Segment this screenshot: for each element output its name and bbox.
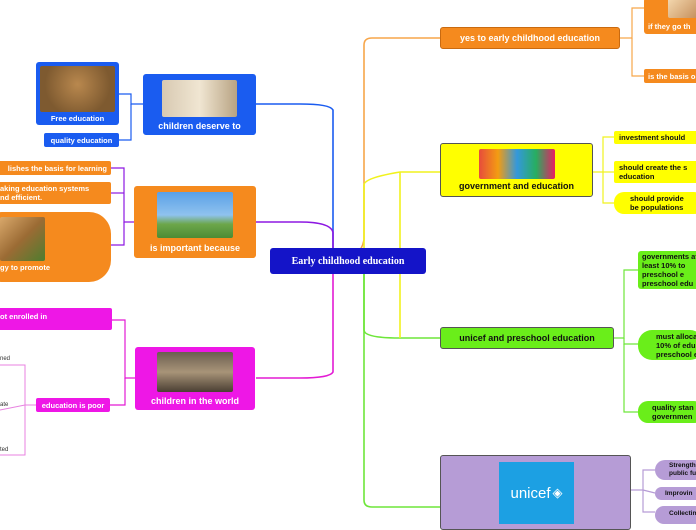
unicef-logo-text: unicef [510,484,551,502]
sub-label-ted: ted [0,447,9,453]
subtopic-label: should create the s education [619,163,688,181]
branch-label: children deserve to [158,121,241,131]
subtopic-label: Collectin [669,510,696,517]
subtopic-collecting[interactable]: Collectin [655,506,696,524]
unicef-logo: unicef ◈ [499,462,574,524]
subtopic-quality-education[interactable]: quality education [44,133,119,147]
central-topic-label: Early childhood education [291,255,405,267]
branch-children-world[interactable]: children in the world [135,347,255,410]
subtopic-label: lishes the basis for learning [7,163,107,173]
sub-label-ned: ned [0,356,11,362]
central-topic[interactable]: Early childhood education [270,248,426,274]
branch-label: unicef and preschool education [459,333,595,343]
subtopic-label: if they go th [648,22,691,31]
globe-icon: ◈ [552,485,563,500]
branch-children-deserve[interactable]: children deserve to [143,74,256,135]
branch-yes-early-education[interactable]: yes to early childhood education [440,27,620,49]
subtopic-quality-standards[interactable]: quality stan governmen [638,401,696,423]
subtopic-label: Improvin [665,490,693,497]
branch-label: government and education [458,181,574,191]
subtopic-provide-populations[interactable]: should provide be populations [614,192,696,214]
subtopic-label: Free education [50,114,105,123]
branch-label: is important because [149,243,241,253]
subtopic-label: investment should [619,133,686,142]
subtopic-label: should provide be populations [630,194,684,212]
kids-jumping-photo [157,192,233,238]
subtopic-label: education is poor [41,400,105,410]
subtopic-basis-learning[interactable]: lishes the basis for learning [0,161,111,175]
graduation-illustration [40,66,115,112]
child-sitting-photo [157,352,233,392]
subtopic-label: must alloca 10% of edu preschool e [656,331,696,359]
subtopic-education-systems[interactable]: aking education systems nd efficient. [0,182,111,204]
subtopic-label: gy to promote [0,263,50,272]
branch-label: children in the world [150,396,239,406]
branch-label: yes to early childhood education [459,33,601,43]
subtopic-free-education[interactable]: Free education [36,62,119,125]
subtopic-investment[interactable]: investment should [614,131,696,144]
sub-label-ate: ate [0,402,9,408]
subtopic-label: ot enrolled in [0,312,48,321]
subtopic-label: aking education systems nd efficient. [0,184,90,202]
branch-government-education[interactable]: government and education [440,143,593,197]
subtopic-label: governments at least 10% to preschool e … [642,252,696,288]
subtopic-label: quality education [50,135,113,145]
subtopic-not-enrolled[interactable]: ot enrolled in [0,308,112,330]
subtopic-strategy-promote[interactable]: gy to promote [0,212,111,282]
subtopic-education-poor[interactable]: education is poor [36,398,110,412]
children-laptop-photo [162,80,237,117]
children-photo [479,149,555,179]
subtopic-label: quality stan governmen [652,403,694,421]
subtopic-create-system[interactable]: should create the s education [614,161,696,183]
photo-thumbnail [668,0,696,18]
branch-important-because[interactable]: is important because [134,186,256,258]
subtopic-is-the-basis[interactable]: is the basis o [644,69,696,83]
subtopic-must-allocate[interactable]: must alloca 10% of edu preschool e [638,330,696,360]
classroom-photo [0,217,45,261]
subtopic-label: Strength public fu [669,462,696,477]
subtopic-label: is the basis o [648,71,696,81]
subtopic-if-they-go[interactable]: if they go th [644,0,696,34]
subtopic-improving[interactable]: Improvin [655,487,696,500]
subtopic-strengthen[interactable]: Strength public fu [655,460,696,480]
subtopic-governments-10[interactable]: governments at least 10% to preschool e … [638,251,696,289]
branch-unicef-preschool[interactable]: unicef and preschool education [440,327,614,349]
branch-unicef-logo[interactable]: unicef ◈ [440,455,631,530]
